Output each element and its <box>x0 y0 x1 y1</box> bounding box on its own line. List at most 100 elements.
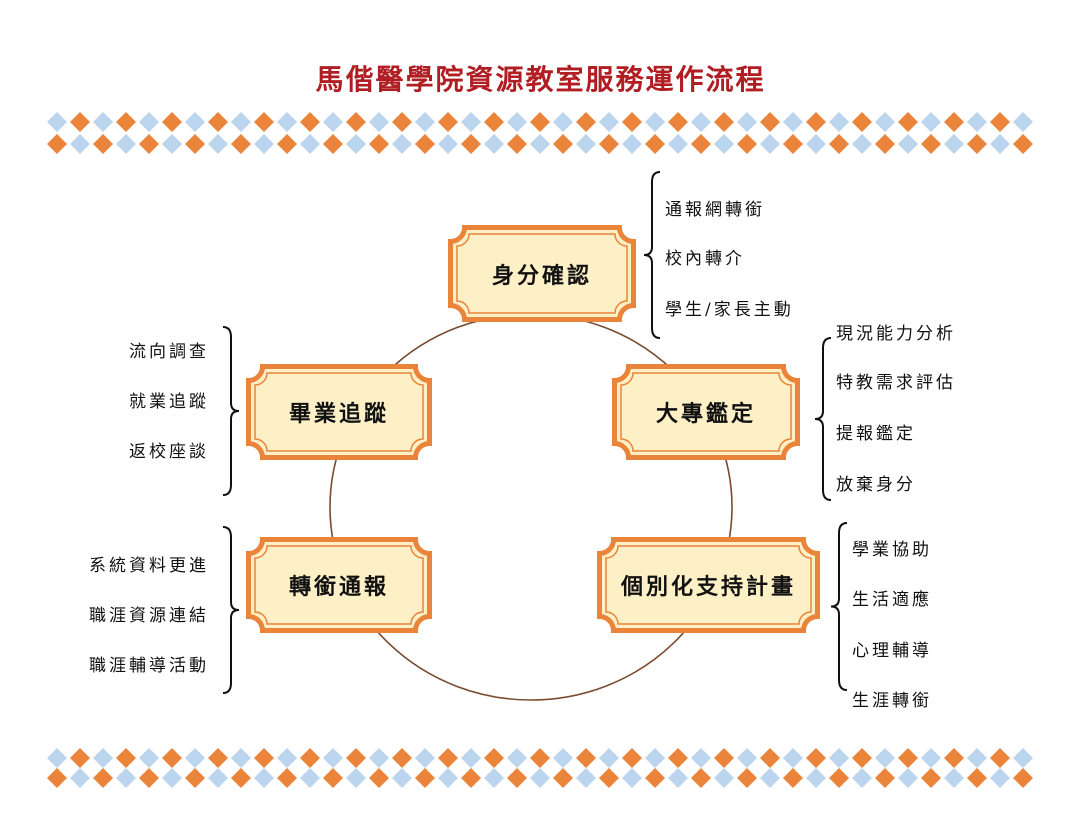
diamond-ornament <box>277 748 297 768</box>
diamond-ornament <box>369 134 389 154</box>
diamond-ornament <box>921 112 941 132</box>
diamond-ornament <box>139 768 159 788</box>
diamond-ornament <box>599 112 619 132</box>
diamond-ornament <box>369 748 389 768</box>
diamond-ornament <box>898 768 918 788</box>
diamond-ornament <box>852 748 872 768</box>
diamond-ornament <box>599 768 619 788</box>
diamond-ornament <box>691 748 711 768</box>
stage-item: 校內轉介 <box>665 249 745 269</box>
diamond-ornament <box>599 134 619 154</box>
diamond-ornament <box>392 748 412 768</box>
diamond-ornament <box>231 112 251 132</box>
diamond-ornament <box>967 134 987 154</box>
diamond-ornament <box>760 748 780 768</box>
diamond-ornament <box>438 768 458 788</box>
diamond-ornament <box>806 134 826 154</box>
diamond-ornament <box>760 768 780 788</box>
diamond-ornament <box>553 134 573 154</box>
diamond-ornament <box>208 112 228 132</box>
brace-icon <box>830 522 848 691</box>
diamond-ornament <box>254 768 274 788</box>
diamond-ornament <box>392 112 412 132</box>
diamond-ornament <box>484 134 504 154</box>
diamond-ornament <box>438 112 458 132</box>
stage-item: 返校座談 <box>129 442 209 462</box>
diamond-ornament <box>668 768 688 788</box>
diamond-ornament <box>944 112 964 132</box>
diamond-ornament <box>852 134 872 154</box>
diamond-ornament <box>645 134 665 154</box>
diamond-ornament <box>576 768 596 788</box>
diamond-ornament <box>714 748 734 768</box>
diamond-ornament <box>898 134 918 154</box>
diamond-ornament <box>921 768 941 788</box>
diamond-ornament <box>553 768 573 788</box>
stage-box-frame <box>448 225 636 322</box>
diamond-ornament <box>530 112 550 132</box>
diamond-ornament <box>277 134 297 154</box>
diamond-ornament <box>323 134 343 154</box>
diamond-ornament <box>576 748 596 768</box>
top-diamond-border <box>47 112 1033 154</box>
diamond-ornament <box>599 748 619 768</box>
diamond-ornament <box>760 112 780 132</box>
diamond-ornament <box>783 112 803 132</box>
diamond-ornament <box>714 768 734 788</box>
diamond-ornament <box>737 768 757 788</box>
diamond-ornament <box>461 748 481 768</box>
diamond-ornament <box>944 748 964 768</box>
diamond-ornament <box>990 748 1010 768</box>
diamond-ornament <box>484 748 504 768</box>
diamond-ornament <box>737 748 757 768</box>
diamond-ornament <box>93 134 113 154</box>
brace-icon <box>814 337 832 501</box>
diamond-ornament <box>162 748 182 768</box>
stage-box-frame <box>612 364 800 460</box>
diamond-ornament <box>829 748 849 768</box>
diamond-ornament <box>944 134 964 154</box>
stage-box-frame <box>246 537 432 633</box>
diamond-ornament <box>139 748 159 768</box>
diamond-ornament <box>967 768 987 788</box>
stage-item: 特教需求評估 <box>836 373 956 393</box>
stage-item: 提報鑑定 <box>836 424 916 444</box>
diamond-ornament <box>875 134 895 154</box>
diamond-ornament <box>622 134 642 154</box>
diamond-ornament <box>300 748 320 768</box>
stage-item: 流向調查 <box>129 342 209 362</box>
diamond-ornament <box>254 748 274 768</box>
diamond-ornament <box>346 112 366 132</box>
diamond-ornament <box>346 134 366 154</box>
diamond-ornament <box>300 134 320 154</box>
diamond-ornament <box>254 112 274 132</box>
stage-label: 轉銜通報 <box>288 574 389 600</box>
diamond-ornament <box>806 768 826 788</box>
diamond-ornament <box>944 768 964 788</box>
diamond-ornament <box>829 768 849 788</box>
diamond-ornament <box>530 134 550 154</box>
diamond-ornament <box>875 112 895 132</box>
diamond-ornament <box>530 748 550 768</box>
diamond-ornament <box>392 134 412 154</box>
diamond-ornament <box>47 134 67 154</box>
diamond-ornament <box>47 748 67 768</box>
diamond-ornament <box>1013 768 1033 788</box>
diamond-ornament <box>70 112 90 132</box>
stage-item: 就業追蹤 <box>129 392 209 412</box>
stage-item: 職涯資源連結 <box>89 606 209 626</box>
diamond-ornament <box>691 112 711 132</box>
stage-item: 生涯轉銜 <box>852 691 932 711</box>
diamond-ornament <box>208 748 228 768</box>
diamond-ornament <box>852 768 872 788</box>
diamond-ornament <box>162 112 182 132</box>
stage-item: 學生/家長主動 <box>665 300 794 320</box>
diamond-ornament <box>70 768 90 788</box>
stage-box-assessment: 大專鑑定 <box>612 364 800 460</box>
diamond-ornament <box>139 112 159 132</box>
diamond-ornament <box>461 112 481 132</box>
diamond-ornament <box>622 112 642 132</box>
stage-item: 學業協助 <box>852 540 932 560</box>
braces <box>222 171 848 694</box>
stage-item: 現況能力分析 <box>836 324 956 344</box>
